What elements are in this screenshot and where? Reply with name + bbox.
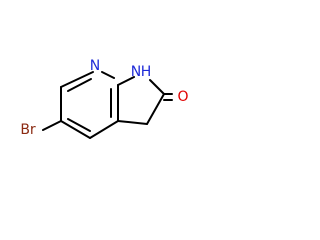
atom-nh-h: H xyxy=(141,64,152,80)
atom-oxygen: O xyxy=(177,89,188,105)
bond-c2-c3 xyxy=(146,93,165,125)
bond-n-c6-inner xyxy=(67,78,92,92)
bond-c7a-nh xyxy=(117,76,135,86)
atom-n-pyridine: N xyxy=(90,58,100,74)
bond-c4-c3a xyxy=(89,120,119,139)
bond-nh-c2 xyxy=(149,79,165,95)
chemical-structure: N N H O Br xyxy=(20,58,189,139)
bond-c3-c3a xyxy=(117,120,148,125)
bond-c5-c4-inner xyxy=(67,118,91,132)
atom-nh-n: N xyxy=(131,64,141,80)
bond-c5-c4 xyxy=(60,120,91,139)
atom-bromine: Br xyxy=(20,122,36,138)
bond-n-c6 xyxy=(60,71,94,88)
bond-c5-br xyxy=(42,120,62,131)
bond-c7a-n xyxy=(101,71,115,79)
